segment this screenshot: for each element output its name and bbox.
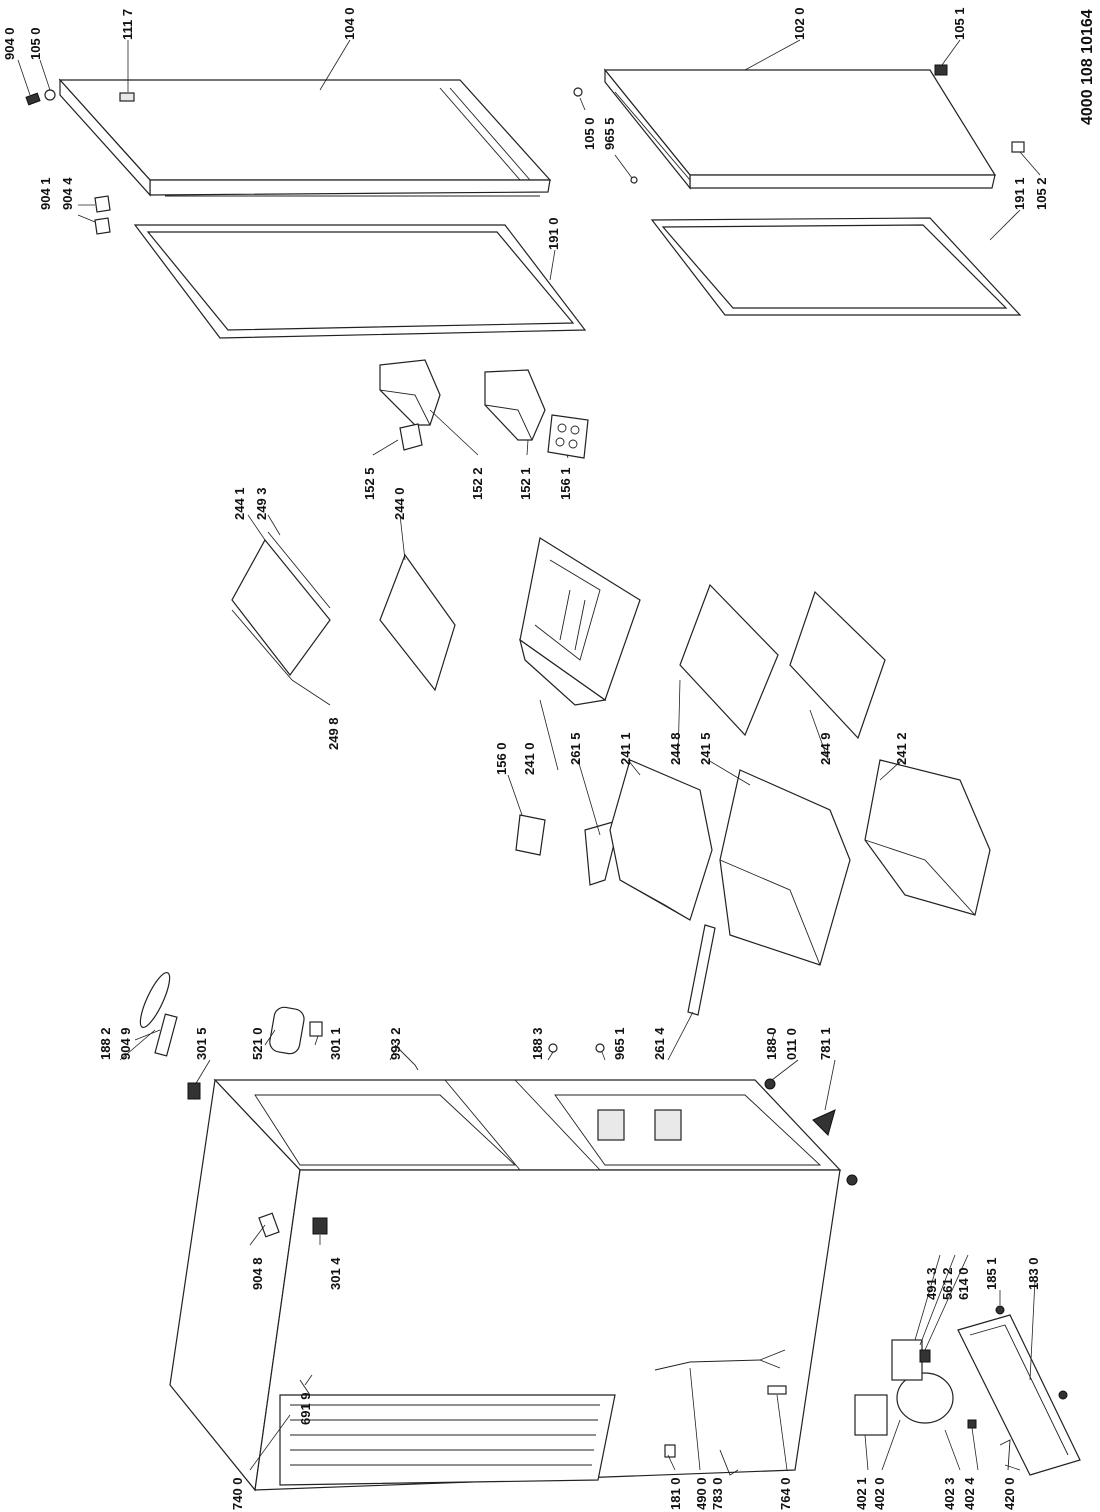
hinge-cover-parts bbox=[94, 195, 111, 235]
callout-9651: 965 1 bbox=[612, 1027, 627, 1060]
leader-lines bbox=[17, 39, 1041, 1471]
callout-1911: 191 1 bbox=[1012, 177, 1027, 210]
callout-5210: 521 0 bbox=[250, 1027, 265, 1060]
door-balcony-parts bbox=[379, 359, 589, 459]
callout-2493: 249 3 bbox=[254, 487, 269, 520]
callout-9044: 904 4 bbox=[60, 177, 75, 210]
freezer-drawer-parts bbox=[609, 759, 991, 966]
callout-1561: 156 1 bbox=[558, 467, 573, 500]
callout-4900: 490 0 bbox=[694, 1477, 709, 1510]
callout-2440: 244 0 bbox=[392, 487, 407, 520]
callout-2449: 244 9 bbox=[818, 732, 833, 765]
callout-1051: 105 1 bbox=[952, 7, 967, 40]
callout-1560: 156 0 bbox=[494, 742, 509, 775]
callout-1883: 188 3 bbox=[530, 1027, 545, 1060]
compressor-part bbox=[854, 1305, 1011, 1471]
callout-7400: 740 0 bbox=[230, 1477, 245, 1510]
callout-1050-top: 105 0 bbox=[28, 27, 43, 60]
callout-4913: 491 3 bbox=[924, 1267, 939, 1300]
callout-1522: 152 2 bbox=[470, 467, 485, 500]
callout-9655: 965 5 bbox=[602, 117, 617, 150]
callout-5612: 561 2 bbox=[940, 1267, 955, 1300]
upper-gasket-part bbox=[133, 224, 587, 339]
top-hinge-parts bbox=[25, 64, 1025, 184]
callout-1117: 111 7 bbox=[120, 9, 135, 40]
crisper-drawer-part-large bbox=[519, 537, 641, 706]
callout-7640: 764 0 bbox=[778, 1477, 793, 1510]
callout-1020: 102 0 bbox=[792, 7, 807, 40]
callout-6919: 691 9 bbox=[298, 1392, 313, 1425]
callout-9049: 904 9 bbox=[118, 1027, 133, 1060]
lower-door-part bbox=[603, 68, 997, 190]
callout-1830: 183 0 bbox=[1026, 1257, 1041, 1290]
callout-1052: 105 2 bbox=[1034, 177, 1049, 210]
callout-1880: 188 0 bbox=[764, 1027, 779, 1060]
callout-2614: 261 4 bbox=[652, 1027, 667, 1060]
callout-4020: 402 0 bbox=[872, 1477, 887, 1510]
callout-9040-top: 904 0 bbox=[2, 27, 17, 60]
callout-9932: 993 2 bbox=[388, 1027, 403, 1060]
callout-1810: 181 0 bbox=[668, 1477, 683, 1510]
callout-7830: 783 0 bbox=[710, 1477, 725, 1510]
base-plate-part bbox=[957, 1314, 1081, 1476]
callout-7811: 781 1 bbox=[818, 1027, 833, 1060]
callout-1910: 191 0 bbox=[546, 217, 561, 250]
callout-0110: 011 0 bbox=[784, 1028, 799, 1060]
glass-shelf-parts-lower bbox=[679, 583, 886, 740]
callout-9048: 904 8 bbox=[250, 1257, 265, 1290]
document-number: 4000 108 10164 bbox=[1079, 9, 1096, 125]
callout-2412: 241 2 bbox=[894, 732, 909, 765]
callout-2410: 241 0 bbox=[522, 742, 537, 775]
callout-1040: 104 0 bbox=[342, 7, 357, 40]
condenser-part bbox=[279, 1379, 616, 1486]
callout-2498: 249 8 bbox=[326, 717, 341, 750]
shelf-strip-part bbox=[687, 924, 716, 1016]
callout-2615: 261 5 bbox=[568, 732, 583, 765]
callout-2441: 244 1 bbox=[232, 487, 247, 520]
callout-4021: 402 1 bbox=[854, 1477, 869, 1510]
callout-9041: 904 1 bbox=[38, 177, 53, 210]
callout-2411: 241 1 bbox=[618, 732, 633, 765]
callout-labels: 904 0 105 0 111 7 104 0 102 0 105 1 105 … bbox=[2, 7, 1096, 1510]
callout-1882: 188 2 bbox=[98, 1027, 113, 1060]
glass-shelf-parts-upper bbox=[231, 531, 456, 692]
callout-4023: 402 3 bbox=[942, 1477, 957, 1510]
callout-1521: 152 1 bbox=[518, 467, 533, 500]
callout-3011: 301 1 bbox=[328, 1027, 343, 1060]
callout-2415: 241 5 bbox=[698, 732, 713, 765]
callout-2448: 244 8 bbox=[668, 732, 683, 765]
callout-6140: 614 0 bbox=[956, 1267, 971, 1300]
callout-4024: 402 4 bbox=[962, 1477, 977, 1510]
callout-4200: 420 0 bbox=[1002, 1477, 1017, 1510]
lower-gasket-part bbox=[650, 217, 1022, 316]
callout-3015: 301 5 bbox=[194, 1027, 209, 1060]
callout-1851: 185 1 bbox=[984, 1257, 999, 1290]
electrical-parts bbox=[654, 1349, 787, 1476]
callout-1050-mid: 105 0 bbox=[582, 117, 597, 150]
callout-3014: 301 4 bbox=[328, 1257, 343, 1290]
callout-1525: 152 5 bbox=[362, 467, 377, 500]
upper-door-part bbox=[58, 78, 552, 197]
small-upper-parts bbox=[139, 972, 605, 1100]
ice-tray-part bbox=[515, 814, 621, 886]
